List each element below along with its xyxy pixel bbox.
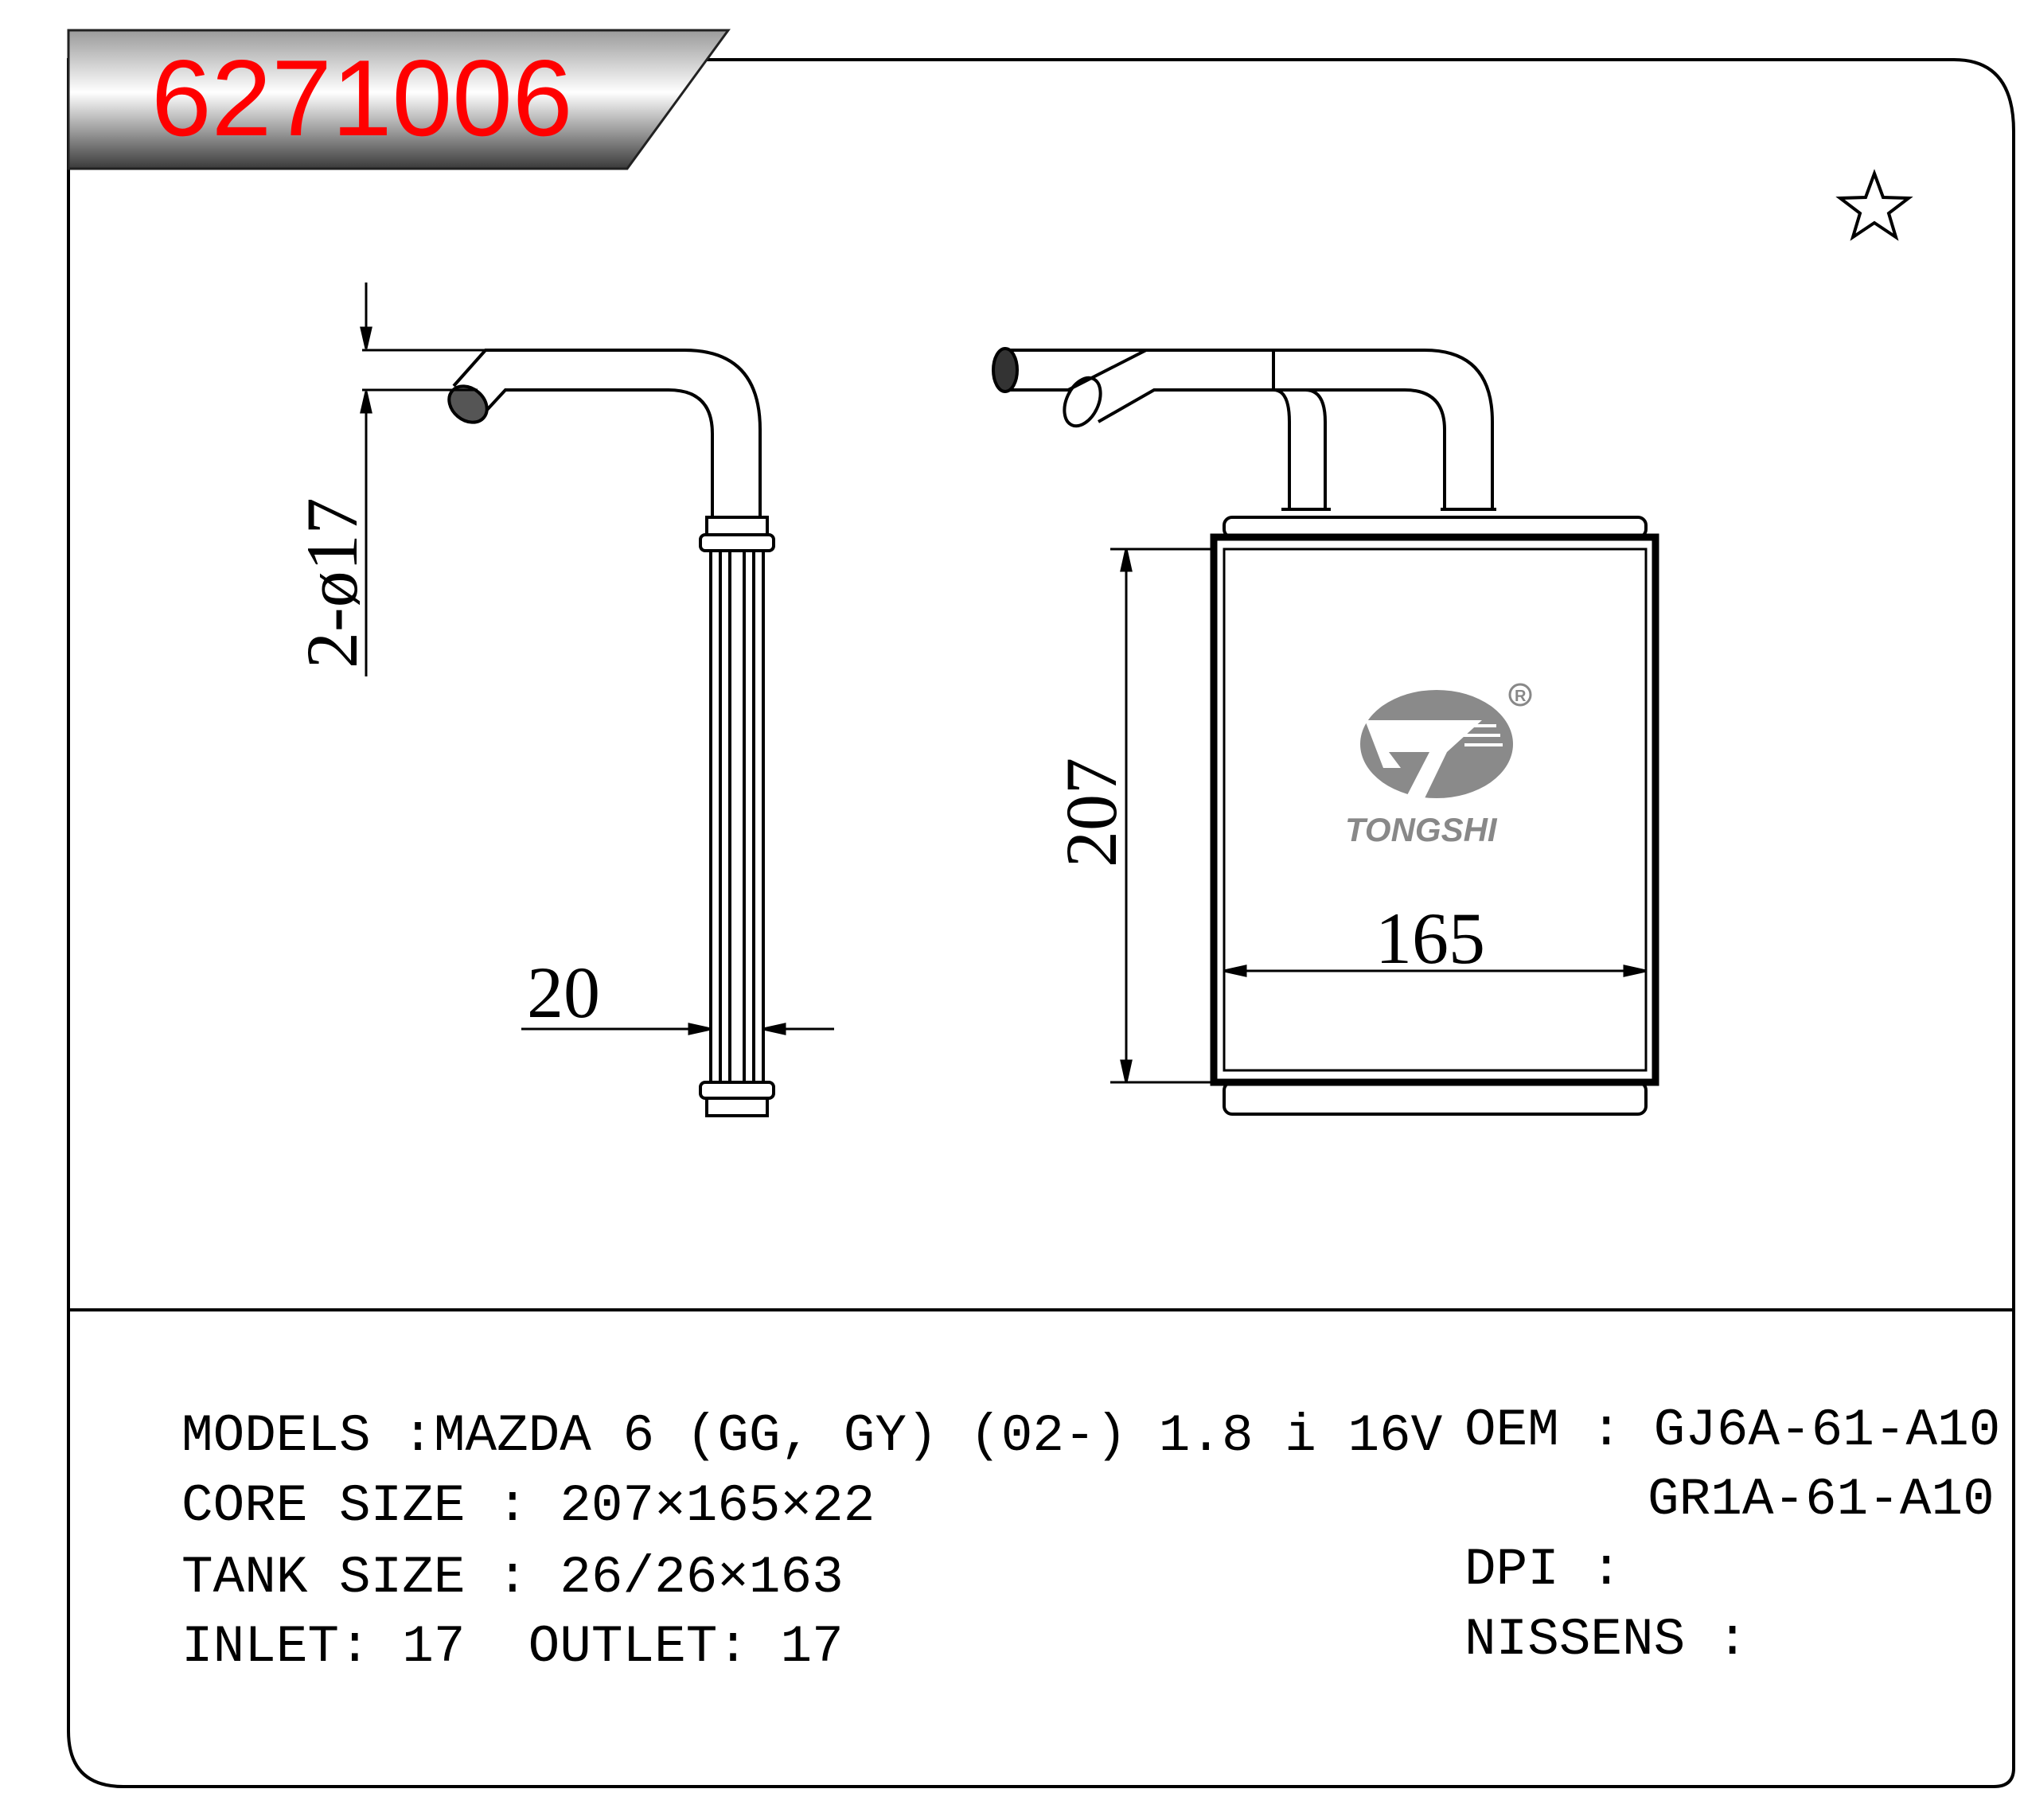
front-view — [992, 347, 1659, 1116]
oem-spec: OEM : GJ6A-61-A10 — [1464, 1401, 2001, 1460]
star-icon — [1835, 169, 1913, 241]
sheet-frame — [67, 58, 2015, 1788]
brand-name: TONGSHI — [1345, 811, 1498, 848]
inlet-dimension-label: 2-ø17 — [291, 497, 372, 668]
width-dimension-label: 165 — [1375, 898, 1485, 979]
dpi-spec: DPI : — [1464, 1540, 1623, 1600]
depth-dimension-label: 20 — [527, 952, 600, 1033]
models-spec: MODELS :MAZDA 6 (GG, GY) (02-) 1.8 i 16V — [181, 1406, 1443, 1466]
width-dimension — [1223, 965, 1647, 977]
inlet-outlet-spec: INLET: 17 OUTLET: 17 — [181, 1617, 844, 1677]
oem-spec-line2: GR1A-61-A10 — [1648, 1470, 1995, 1530]
height-dimension-label: 207 — [1051, 758, 1132, 867]
part-number-banner — [67, 29, 731, 170]
core-size-spec: CORE SIZE : 207×165×22 — [181, 1476, 876, 1536]
inlet-dimension — [360, 283, 486, 676]
depth-dimension — [521, 1023, 834, 1035]
registered-mark: R — [1515, 688, 1527, 705]
nissens-spec: NISSENS : — [1464, 1610, 1749, 1670]
side-view — [447, 349, 775, 1117]
part-number: 6271006 — [151, 37, 572, 158]
height-dimension — [1110, 548, 1214, 1084]
tank-size-spec: TANK SIZE : 26/26×163 — [181, 1548, 844, 1608]
tongshi-logo: R TONGSHI — [1345, 683, 1532, 848]
